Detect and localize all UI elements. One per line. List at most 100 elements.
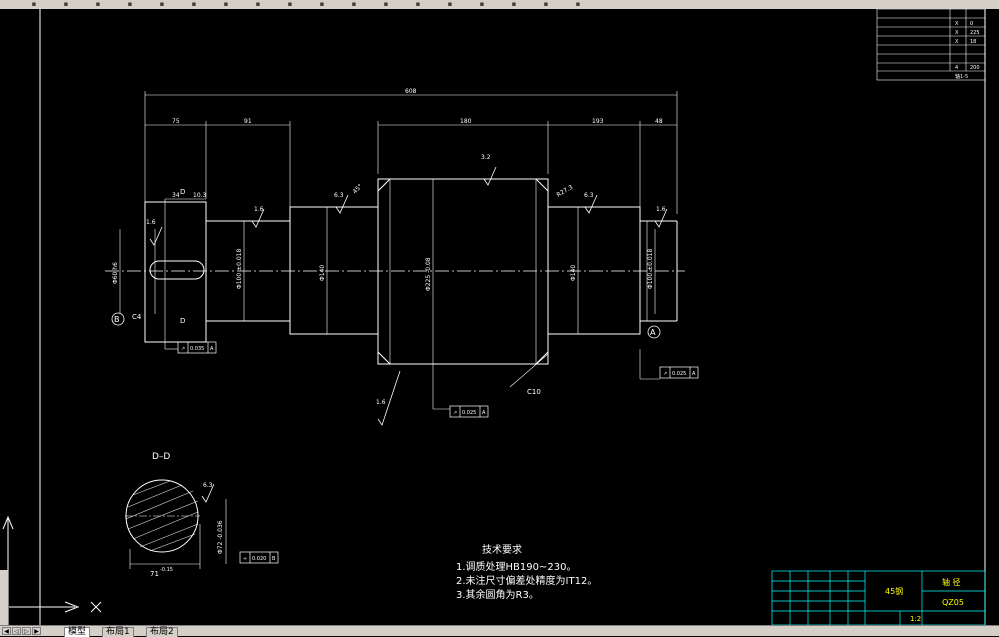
- lineweight-icon[interactable]: ▪: [575, 0, 581, 8]
- properties-icon[interactable]: ▪: [415, 0, 421, 8]
- svg-text:6.3: 6.3: [334, 192, 344, 199]
- tab-layout1[interactable]: 布局1: [102, 627, 134, 637]
- svg-text:34: 34: [172, 192, 180, 199]
- svg-text:75: 75: [172, 118, 180, 125]
- svg-text:A: A: [210, 346, 214, 352]
- svg-text:6.3: 6.3: [584, 192, 594, 199]
- shaft-outline-bottom: [144, 320, 677, 365]
- roughness-symbols: [149, 166, 668, 426]
- svg-text:2.未注尺寸偏差处精度为IT12。: 2.未注尺寸偏差处精度为IT12。: [456, 574, 597, 587]
- tab-layout2[interactable]: 布局2: [146, 627, 178, 637]
- svg-text:A: A: [650, 328, 656, 337]
- last-tab-icon[interactable]: ▶: [32, 627, 41, 635]
- ucs-icon: [2, 515, 102, 613]
- svg-text:Φ140: Φ140: [319, 265, 326, 281]
- title-material: 45钢: [885, 586, 903, 596]
- svg-text:0.020: 0.020: [252, 556, 266, 562]
- spec-table: [876, 9, 986, 81]
- match-icon[interactable]: ▪: [447, 0, 453, 8]
- svg-text:Φ100 ±0.018: Φ100 ±0.018: [236, 249, 243, 289]
- dim-overall: 608: [405, 88, 417, 95]
- svg-text:B: B: [272, 556, 276, 562]
- svg-text:D–D: D–D: [152, 452, 170, 462]
- tab-model[interactable]: 模型: [64, 627, 91, 637]
- svg-text:18: 18: [970, 39, 976, 45]
- title-name: 轴 径: [942, 577, 961, 587]
- svg-text:D: D: [180, 317, 185, 325]
- shaft-outline-top: [144, 178, 677, 222]
- svg-text:A: A: [692, 371, 696, 377]
- svg-text:0: 0: [970, 21, 973, 27]
- undo-icon[interactable]: ▪: [255, 0, 261, 8]
- svg-text:91: 91: [244, 118, 252, 125]
- new-icon[interactable]: ▪: [31, 0, 37, 8]
- svg-text:1.调质处理HB190~230。: 1.调质处理HB190~230。: [456, 561, 576, 573]
- model-canvas[interactable]: 608 75 91 180 193 48 34 10.3 Φ60 h6 Φ100…: [0, 9, 999, 625]
- svg-text:6.3: 6.3: [203, 482, 213, 489]
- svg-text:225: 225: [970, 30, 980, 36]
- svg-text:↗: ↗: [453, 410, 457, 416]
- prev-tab-icon[interactable]: ◁: [12, 627, 21, 635]
- svg-text:↗: ↗: [181, 346, 185, 352]
- title-code: QZ05: [942, 598, 964, 607]
- svg-text:D: D: [180, 188, 185, 196]
- paste-icon[interactable]: ▪: [223, 0, 229, 8]
- print-icon[interactable]: ▪: [127, 0, 133, 8]
- svg-text:Φ60 h6: Φ60 h6: [112, 262, 119, 284]
- datum-a-marker: [647, 325, 661, 339]
- datum-b-marker: [111, 312, 125, 326]
- drawing: 608 75 91 180 193 48 34 10.3 Φ60 h6 Φ100…: [2, 9, 986, 625]
- svg-text:↗: ↗: [663, 371, 667, 377]
- linetype-icon[interactable]: ▪: [543, 0, 549, 8]
- svg-text:-0.15: -0.15: [160, 567, 173, 573]
- title-scale: 1:2: [910, 615, 921, 623]
- layout-tabbar: ◀ ◁ ▷ ▶ 模型 布局1 布局2: [0, 625, 999, 637]
- svg-text:X: X: [955, 39, 959, 45]
- svg-text:180: 180: [460, 118, 472, 125]
- svg-text:Φ225 -0.08: Φ225 -0.08: [425, 257, 432, 291]
- first-tab-icon[interactable]: ◀: [2, 627, 11, 635]
- cut-icon[interactable]: ▪: [159, 0, 165, 8]
- svg-text:A: A: [482, 410, 486, 416]
- svg-text:48: 48: [655, 118, 663, 125]
- pan-icon[interactable]: ▪: [319, 0, 325, 8]
- svg-text:Φ140: Φ140: [570, 265, 577, 281]
- svg-text:÷: ÷: [243, 556, 247, 562]
- vertical-scrollbar[interactable]: [0, 570, 9, 625]
- svg-text:4: 4: [955, 65, 958, 71]
- svg-text:轴1-5: 轴1-5: [955, 73, 968, 80]
- svg-text:1.6: 1.6: [376, 399, 386, 406]
- copy-icon[interactable]: ▪: [191, 0, 197, 8]
- svg-text:B: B: [114, 315, 120, 324]
- technical-notes: 技术要求 1.调质处理HB190~230。 2.未注尺寸偏差处精度为IT12。 …: [456, 543, 597, 601]
- svg-text:0.025: 0.025: [462, 410, 476, 416]
- layer-icon[interactable]: ▪: [383, 0, 389, 8]
- svg-text:X: X: [955, 21, 959, 27]
- next-tab-icon[interactable]: ▷: [22, 627, 31, 635]
- color-icon[interactable]: ▪: [511, 0, 517, 8]
- svg-text:1.6: 1.6: [254, 206, 264, 213]
- block-icon[interactable]: ▪: [479, 0, 485, 8]
- redo-icon[interactable]: ▪: [287, 0, 293, 8]
- svg-text:3.2: 3.2: [481, 154, 491, 161]
- tolerance-frames: [177, 341, 699, 564]
- chamfer-label-c4: C4: [132, 313, 142, 321]
- chamfer-label-c10: C10: [527, 388, 541, 396]
- svg-text:1.6: 1.6: [146, 219, 156, 226]
- svg-text:193: 193: [592, 118, 604, 125]
- title-block: [771, 570, 986, 625]
- keyway: [149, 260, 205, 280]
- svg-text:技术要求: 技术要求: [482, 543, 522, 556]
- svg-text:Φ100 ±0.018: Φ100 ±0.018: [647, 249, 654, 289]
- svg-text:X: X: [955, 30, 959, 36]
- svg-text:0.025: 0.025: [672, 371, 686, 377]
- svg-text:10.3: 10.3: [193, 192, 207, 199]
- svg-text:71: 71: [150, 570, 159, 578]
- svg-text:45°: 45°: [351, 183, 363, 195]
- open-icon[interactable]: ▪: [63, 0, 69, 8]
- zoom-icon[interactable]: ▪: [351, 0, 357, 8]
- save-icon[interactable]: ▪: [95, 0, 101, 8]
- svg-text:Φ72 -0.036: Φ72 -0.036: [217, 520, 224, 554]
- section-d-d: D–D 71 -0.15 Φ72 -0.036 6.3: [125, 452, 227, 578]
- svg-text:1.6: 1.6: [656, 206, 666, 213]
